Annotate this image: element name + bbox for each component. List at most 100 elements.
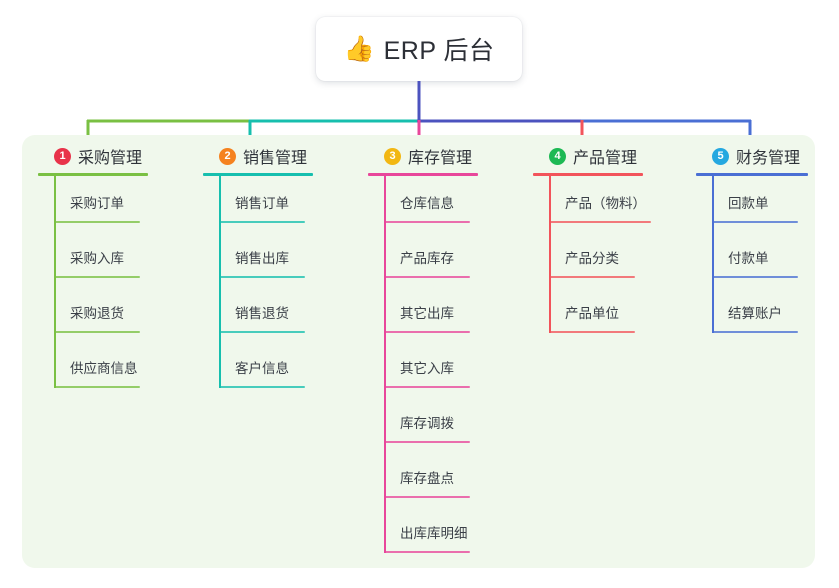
branch-column-4: 4 产品管理产品（物料） 产品分类产品单位 bbox=[533, 143, 651, 341]
branch-item-label: 销售订单 bbox=[235, 196, 289, 211]
branch-header-rule-3 bbox=[368, 173, 478, 176]
branch-item[interactable]: 回款单 bbox=[696, 176, 808, 231]
branch-item-rule bbox=[54, 276, 140, 278]
branch-item-label: 产品（物料） bbox=[565, 196, 646, 211]
branch-column-3: 3 库存管理仓库信息产品库存其它出库其它入库库存调拨库存盘点出库库明细 bbox=[368, 143, 478, 561]
branch-header-rule-1 bbox=[38, 173, 148, 176]
branch-item[interactable]: 库存调拨 bbox=[368, 396, 478, 451]
branch-item-rule bbox=[219, 331, 305, 333]
branch-item-label: 客户信息 bbox=[235, 361, 289, 376]
branch-item[interactable]: 产品（物料） bbox=[533, 176, 651, 231]
branch-header-4[interactable]: 4 产品管理 bbox=[533, 143, 643, 169]
branch-item-label: 采购退货 bbox=[70, 306, 124, 321]
branch-column-1: 1 采购管理采购订单采购入库采购退货供应商信息 bbox=[38, 143, 148, 396]
branch-title-2: 销售管理 bbox=[243, 150, 308, 167]
branch-item[interactable]: 销售订单 bbox=[203, 176, 313, 231]
thumbs-up-icon: 👍 bbox=[343, 34, 375, 63]
root-node-card[interactable]: 👍 ERP 后台 bbox=[316, 17, 522, 81]
branch-item[interactable]: 产品库存 bbox=[368, 231, 478, 286]
branch-column-2: 2 销售管理销售订单销售出库销售退货客户信息 bbox=[203, 143, 313, 396]
branch-item-rule bbox=[54, 221, 140, 223]
branch-column-5: 5 财务管理回款单付款单结算账户 bbox=[696, 143, 808, 341]
branch-item[interactable]: 结算账户 bbox=[696, 286, 808, 341]
branch-item-label: 采购入库 bbox=[70, 251, 124, 266]
branch-item[interactable]: 采购订单 bbox=[38, 176, 148, 231]
root-node-title: ERP 后台 bbox=[383, 37, 495, 65]
branch-header-rule-4 bbox=[533, 173, 643, 176]
branch-item-label: 销售退货 bbox=[235, 306, 289, 321]
branch-items-1: 采购订单采购入库采购退货供应商信息 bbox=[38, 176, 148, 396]
root-node-content: 👍 ERP 后台 bbox=[343, 31, 494, 67]
branch-header-2[interactable]: 2 销售管理 bbox=[203, 143, 313, 169]
branch-item[interactable]: 其它出库 bbox=[368, 286, 478, 341]
branch-title-4: 产品管理 bbox=[573, 150, 638, 167]
branch-item[interactable]: 付款单 bbox=[696, 231, 808, 286]
branch-item[interactable]: 产品单位 bbox=[533, 286, 643, 341]
branch-item[interactable]: 采购退货 bbox=[38, 286, 148, 341]
branch-item-rule bbox=[549, 276, 635, 278]
branch-item-label: 回款单 bbox=[728, 196, 769, 211]
branch-item-label: 产品库存 bbox=[400, 251, 454, 266]
branch-header-rule-2 bbox=[203, 173, 313, 176]
branch-badge-1: 1 bbox=[54, 147, 71, 165]
branch-spine-4 bbox=[549, 176, 551, 333]
branch-badge-5: 5 bbox=[712, 147, 729, 165]
branch-badge-4: 4 bbox=[549, 147, 566, 165]
branch-items-4: 产品（物料） 产品分类产品单位 bbox=[533, 176, 651, 341]
branch-header-rule-5 bbox=[696, 173, 808, 176]
branch-title-3: 库存管理 bbox=[408, 150, 473, 167]
branch-item-label: 销售出库 bbox=[235, 251, 289, 266]
branch-item[interactable]: 销售出库 bbox=[203, 231, 313, 286]
branch-title-5: 财务管理 bbox=[736, 150, 801, 167]
branch-item[interactable]: 库存盘点 bbox=[368, 451, 478, 506]
branch-items-5: 回款单付款单结算账户 bbox=[696, 176, 808, 341]
branch-item-rule bbox=[219, 221, 305, 223]
branch-header-5[interactable]: 5 财务管理 bbox=[696, 143, 808, 169]
branch-item-label: 库存盘点 bbox=[400, 471, 454, 486]
branch-item-rule bbox=[712, 331, 798, 333]
branch-spine-3 bbox=[384, 176, 386, 553]
branch-item[interactable]: 销售退货 bbox=[203, 286, 313, 341]
branch-item-label: 其它入库 bbox=[400, 361, 454, 376]
branch-items-3: 仓库信息产品库存其它出库其它入库库存调拨库存盘点出库库明细 bbox=[368, 176, 478, 561]
branch-item-label: 出库库明细 bbox=[400, 526, 468, 541]
branch-item-rule bbox=[549, 331, 635, 333]
branch-badge-2: 2 bbox=[219, 147, 236, 165]
branches-panel bbox=[22, 135, 815, 568]
branch-item[interactable]: 客户信息 bbox=[203, 341, 313, 396]
branch-items-2: 销售订单销售出库销售退货客户信息 bbox=[203, 176, 313, 396]
branch-title-1: 采购管理 bbox=[78, 150, 143, 167]
branch-item-label: 付款单 bbox=[728, 251, 769, 266]
branch-item[interactable]: 供应商信息 bbox=[38, 341, 148, 396]
branch-spine-5 bbox=[712, 176, 714, 333]
branch-spine-2 bbox=[219, 176, 221, 388]
branch-item-rule bbox=[384, 496, 470, 498]
branch-item-rule bbox=[712, 221, 798, 223]
branch-item-rule bbox=[384, 386, 470, 388]
branch-header-3[interactable]: 3 库存管理 bbox=[368, 143, 478, 169]
branch-item-rule bbox=[54, 331, 140, 333]
branch-item-label: 产品单位 bbox=[565, 306, 619, 321]
branch-item-label: 仓库信息 bbox=[400, 196, 454, 211]
branch-item-rule bbox=[54, 386, 140, 388]
branch-item-rule bbox=[219, 276, 305, 278]
branch-item-label: 供应商信息 bbox=[70, 361, 138, 376]
branch-item-label: 其它出库 bbox=[400, 306, 454, 321]
branch-item-rule bbox=[384, 551, 470, 553]
branch-item[interactable]: 其它入库 bbox=[368, 341, 478, 396]
branch-item-label: 库存调拨 bbox=[400, 416, 454, 431]
branch-item-rule bbox=[384, 221, 470, 223]
branch-item-rule bbox=[712, 276, 798, 278]
branch-item-rule bbox=[219, 386, 305, 388]
branch-header-1[interactable]: 1 采购管理 bbox=[38, 143, 148, 169]
branch-item[interactable]: 出库库明细 bbox=[368, 506, 478, 561]
branch-item-label: 产品分类 bbox=[565, 251, 619, 266]
branch-item-label: 结算账户 bbox=[728, 306, 782, 321]
branch-item-rule bbox=[384, 276, 470, 278]
branch-item-label: 采购订单 bbox=[70, 196, 124, 211]
branch-item[interactable]: 仓库信息 bbox=[368, 176, 478, 231]
branch-item[interactable]: 采购入库 bbox=[38, 231, 148, 286]
branch-item[interactable]: 产品分类 bbox=[533, 231, 643, 286]
branch-item-rule bbox=[384, 441, 470, 443]
branch-badge-3: 3 bbox=[384, 147, 401, 165]
